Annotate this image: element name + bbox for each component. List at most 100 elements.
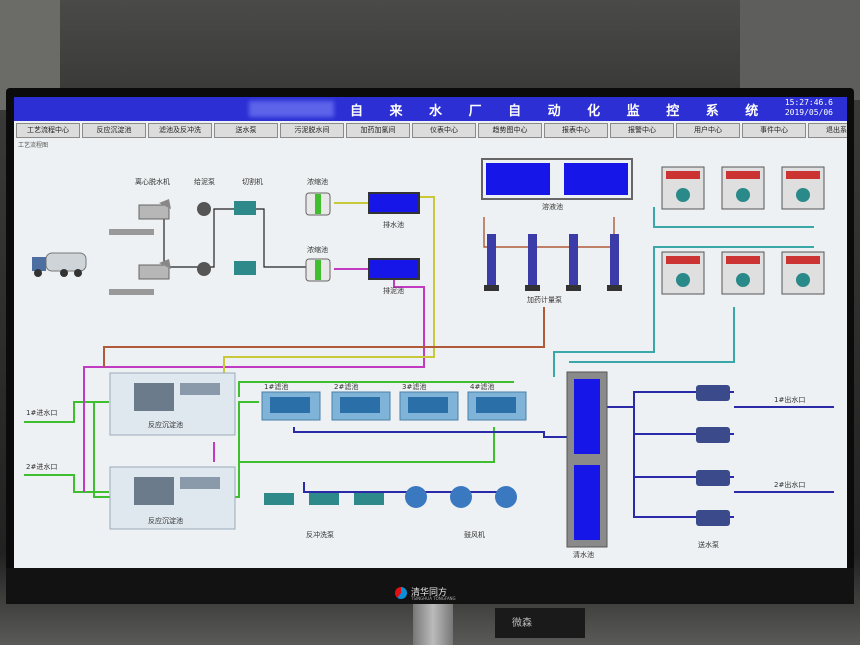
sludge-pool-tank [368, 258, 420, 280]
dosing-pump-icon [566, 234, 581, 291]
tab-users[interactable]: 用户中心 [676, 123, 740, 138]
tab-process-center[interactable]: 工艺流程中心 [16, 123, 80, 138]
monitor-stand [413, 604, 453, 645]
thickener-bottom-icon [305, 258, 331, 282]
clock: 15:27:46.6 2019/05/06 [785, 98, 833, 118]
blower-icon [405, 486, 427, 508]
centrifugal-pump-icon [696, 385, 730, 401]
pipe-inlet-2 [24, 474, 109, 493]
desk-object-label: 微森 [512, 618, 532, 629]
pipe-blue-blower [303, 482, 514, 493]
chlorinator-cabinet-icon [781, 251, 825, 295]
label-clear-pool: 清水池 [573, 550, 594, 559]
label-sludge-pump: 给泥泵 [194, 177, 215, 186]
chlorinator-cabinet-icon [661, 251, 705, 295]
pipe-green-backwash [238, 427, 495, 497]
label-filter-2: 2#滤池 [334, 382, 358, 391]
pipe-green-filters [238, 381, 514, 397]
sedimentation-tank-1 [109, 372, 236, 436]
pipe-blue-delivery [633, 392, 734, 518]
label-outlet-2: 2#出水口 [774, 480, 805, 489]
backwash-pump-icon [354, 493, 384, 505]
pipe-cyan-2 [653, 246, 814, 277]
filter-3 [399, 391, 459, 421]
tab-filter-backwash[interactable]: 滤池及反冲洗 [148, 123, 212, 138]
title-bar: 自 来 水 厂 自 动 化 监 控 系 统 15:27:46.6 2019/05… [14, 97, 847, 121]
app-title: 自 来 水 厂 自 动 化 监 控 系 统 [350, 104, 770, 119]
tab-alarms[interactable]: 报警中心 [610, 123, 674, 138]
tab-events[interactable]: 事件中心 [742, 123, 806, 138]
label-sed-tank-2: 反应沉淀池 [148, 516, 183, 525]
backwash-pump-icon [264, 493, 294, 505]
blower-icon [450, 486, 472, 508]
tab-delivery-pump[interactable]: 送水泵 [214, 123, 278, 138]
label-thickener-top: 浓缩池 [307, 177, 328, 186]
label-sludge-pool: 排泥池 [383, 286, 404, 295]
label-blower: 鼓风机 [464, 530, 485, 539]
solution-pool-tank-1 [486, 163, 550, 195]
brand-logo-icon [395, 587, 407, 599]
label-cutter: 切割机 [242, 177, 263, 186]
centrifuge-icon [109, 259, 171, 295]
chlorinator-cabinet-icon [781, 166, 825, 210]
label-sed-tank-1: 反应沉淀池 [148, 420, 183, 429]
tab-instruments[interactable]: 仪表中心 [412, 123, 476, 138]
pipe-sludge-black [163, 208, 314, 268]
label-filter-4: 4#滤池 [470, 382, 494, 391]
brand-sub: TSINGHUA TONGFANG [411, 596, 456, 601]
menu-bar: 工艺流程中心 反应沉淀池 滤池及反冲洗 送水泵 污泥脱水间 加药加氯间 仪表中心… [14, 123, 847, 138]
label-thickener-bottom: 浓缩池 [307, 245, 328, 254]
label-dosing-pump: 加药计量泵 [527, 295, 562, 304]
label-filter-1: 1#滤池 [264, 382, 288, 391]
brand-name: 清华同方 [411, 588, 448, 598]
label-centrifuge: 离心脱水机 [135, 177, 170, 186]
sludge-pump-icon [197, 262, 211, 276]
chlorinator-cabinet-icon [721, 251, 765, 295]
pipe-blue-filters [293, 427, 569, 438]
dosing-pump-icon [525, 234, 540, 291]
blower-icon [495, 486, 517, 508]
label-filter-3: 3#滤池 [402, 382, 426, 391]
process-diagram: 离心脱水机 给泥泵 切割机 浓缩池 浓缩池 排水池 排泥池 [24, 158, 834, 559]
tab-sludge-dewatering[interactable]: 污泥脱水间 [280, 123, 344, 138]
dosing-pump-icon [607, 234, 622, 291]
sedimentation-tank-2 [109, 466, 236, 530]
label-backwash-pump: 反冲洗泵 [306, 530, 334, 539]
filter-1 [261, 391, 321, 421]
tab-exit[interactable]: 退出系统 [808, 123, 847, 138]
backwash-pump-icon [309, 493, 339, 505]
pipe-brown [103, 307, 545, 367]
filter-2 [331, 391, 391, 421]
blurred-logo [249, 101, 334, 117]
hmi-screen: 自 来 水 厂 自 动 化 监 控 系 统 15:27:46.6 2019/05… [14, 97, 847, 568]
thickener-top-icon [305, 192, 331, 216]
clock-time: 15:27:46.6 [784, 98, 833, 107]
chlorinator-cabinet-icon [721, 166, 765, 210]
desk-object [495, 608, 585, 638]
pipe-dosing [483, 217, 615, 248]
label-delivery-pump: 送水泵 [698, 540, 719, 549]
tab-sedimentation[interactable]: 反应沉淀池 [82, 123, 146, 138]
chlorinator-cabinet-icon [661, 166, 705, 210]
tab-trends[interactable]: 趋势图中心 [478, 123, 542, 138]
cutter-icon [234, 261, 256, 275]
screen-subtitle: 工艺流程图 [18, 142, 49, 149]
label-solution-pool: 溶液池 [542, 202, 563, 211]
drain-pool-tank [368, 192, 420, 214]
tab-dosing-chlorine[interactable]: 加药加氯间 [346, 123, 410, 138]
label-inlet-2: 2#进水口 [26, 462, 57, 471]
pipe-cyan-3 [553, 277, 655, 377]
centrifugal-pump-icon [696, 510, 730, 526]
pipe-cyan-1 [653, 207, 814, 228]
pipe-inlet-1 [24, 401, 109, 423]
centrifuge-icon [109, 199, 171, 235]
dosing-pump-icon [484, 234, 499, 291]
centrifugal-pump-icon [696, 427, 730, 443]
wall-right [740, 0, 860, 100]
tab-reports[interactable]: 报表中心 [544, 123, 608, 138]
filter-4 [467, 391, 527, 421]
centrifugal-pump-icon [696, 470, 730, 486]
tanker-truck-icon [32, 252, 87, 277]
solution-pool-tank-2 [564, 163, 628, 195]
